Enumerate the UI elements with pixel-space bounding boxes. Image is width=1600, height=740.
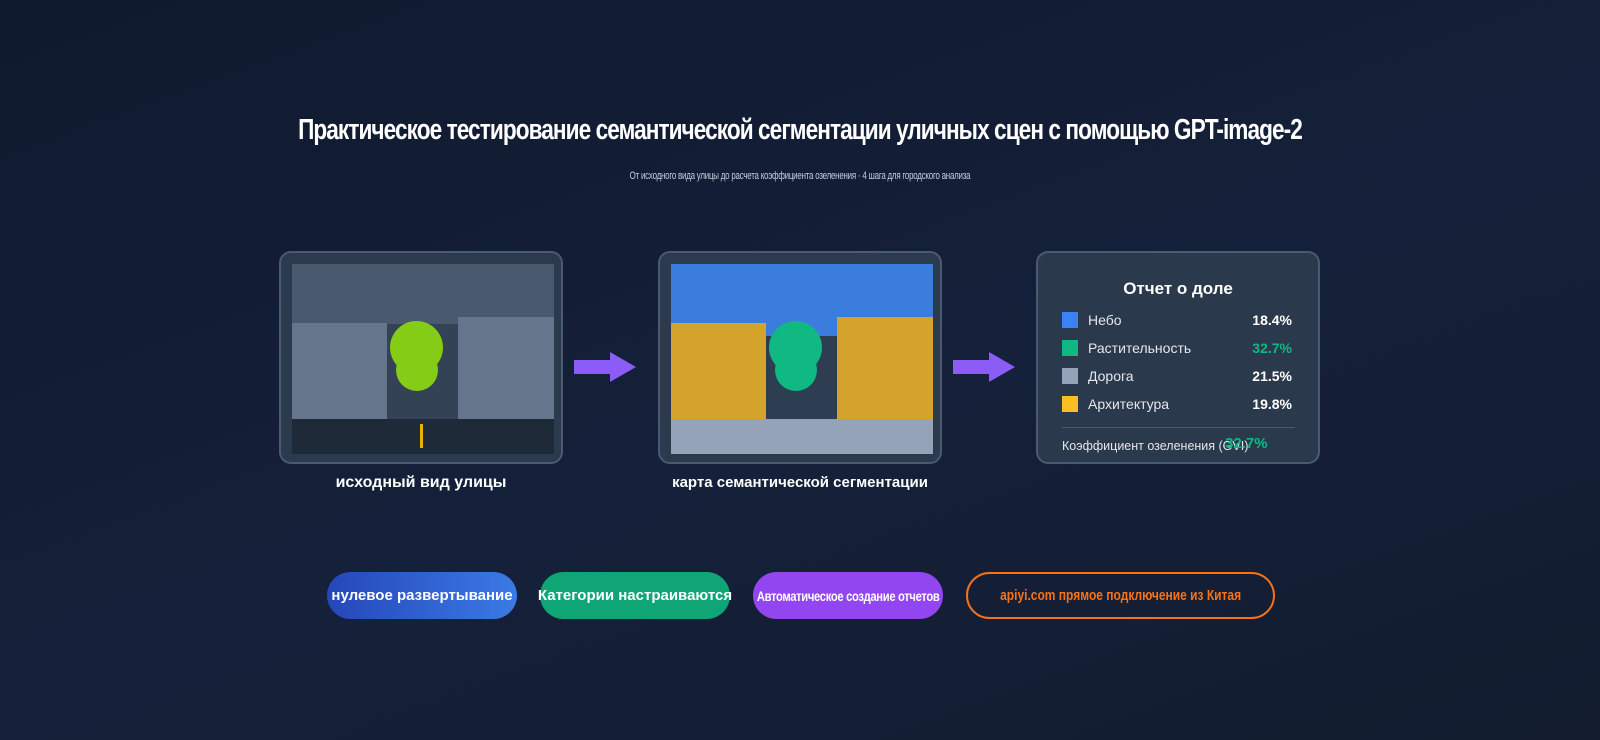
building-right (458, 317, 554, 419)
report-row-architecture: Архитектура 19.8% (1062, 395, 1292, 413)
segmentation-illustration (671, 264, 933, 454)
arrow-right-icon (953, 352, 1015, 382)
share-report-panel: Отчет о доле Небо 18.4% Растительность 3… (1036, 251, 1320, 464)
road-region (292, 419, 554, 454)
arrow-right-icon (574, 352, 636, 382)
report-row-value: 21.5% (1252, 368, 1292, 384)
page-subtitle: От исходного вида улицы до расчета коэфф… (629, 170, 971, 182)
report-row-label: Небо (1088, 312, 1122, 328)
badge-auto-reports: Автоматическое создание отчетов (753, 572, 943, 619)
report-row-vegetation: Растительность 32.7% (1062, 339, 1292, 357)
report-row-value: 32.7% (1252, 340, 1292, 356)
original-street-panel (279, 251, 563, 464)
badge-label: apiyi.com прямое подключение из Китая (1000, 587, 1241, 604)
badge-custom-categories: Категории настраиваются (537, 572, 733, 619)
report-row-label: Дорога (1088, 368, 1134, 384)
report-row-label: Архитектура (1088, 396, 1170, 412)
badge-apiyi-link[interactable]: apiyi.com прямое подключение из Китая (966, 572, 1275, 619)
green-view-index-value: 32.7% (1225, 435, 1268, 452)
vegetation-color-swatch (1062, 340, 1078, 356)
sky-region (292, 264, 554, 324)
architecture-segment-right (837, 317, 933, 420)
segmentation-map-panel (658, 251, 942, 464)
report-row-road: Дорога 21.5% (1062, 367, 1292, 385)
page-title: Практическое тестирование семантической … (298, 114, 1303, 146)
sky-color-swatch (1062, 312, 1078, 328)
badge-label: Автоматическое создание отчетов (756, 587, 940, 604)
vegetation-segment-base (775, 349, 817, 391)
green-view-index-label: Коэффициент озеленения (GVI) (1062, 439, 1249, 453)
report-row-value: 19.8% (1252, 396, 1292, 412)
original-caption: исходный вид улицы (335, 474, 507, 491)
architecture-segment-left (671, 323, 766, 420)
badge-label: нулевое развертывание (331, 587, 513, 604)
road-marking (420, 424, 423, 448)
report-row-label: Растительность (1088, 340, 1192, 356)
segmentation-caption: карта семантической сегментации (672, 474, 928, 491)
report-row-sky: Небо 18.4% (1062, 311, 1292, 329)
report-title: Отчет о доле (1123, 279, 1233, 298)
report-row-value: 18.4% (1252, 312, 1292, 328)
badge-zero-deployment: нулевое развертывание (327, 572, 517, 619)
architecture-color-swatch (1062, 396, 1078, 412)
report-divider (1062, 427, 1295, 428)
badge-label: Категории настраиваются (537, 587, 733, 604)
original-street-illustration (292, 264, 554, 454)
tree-base (396, 349, 438, 391)
road-color-swatch (1062, 368, 1078, 384)
road-segment (671, 419, 933, 454)
building-left (292, 323, 387, 419)
